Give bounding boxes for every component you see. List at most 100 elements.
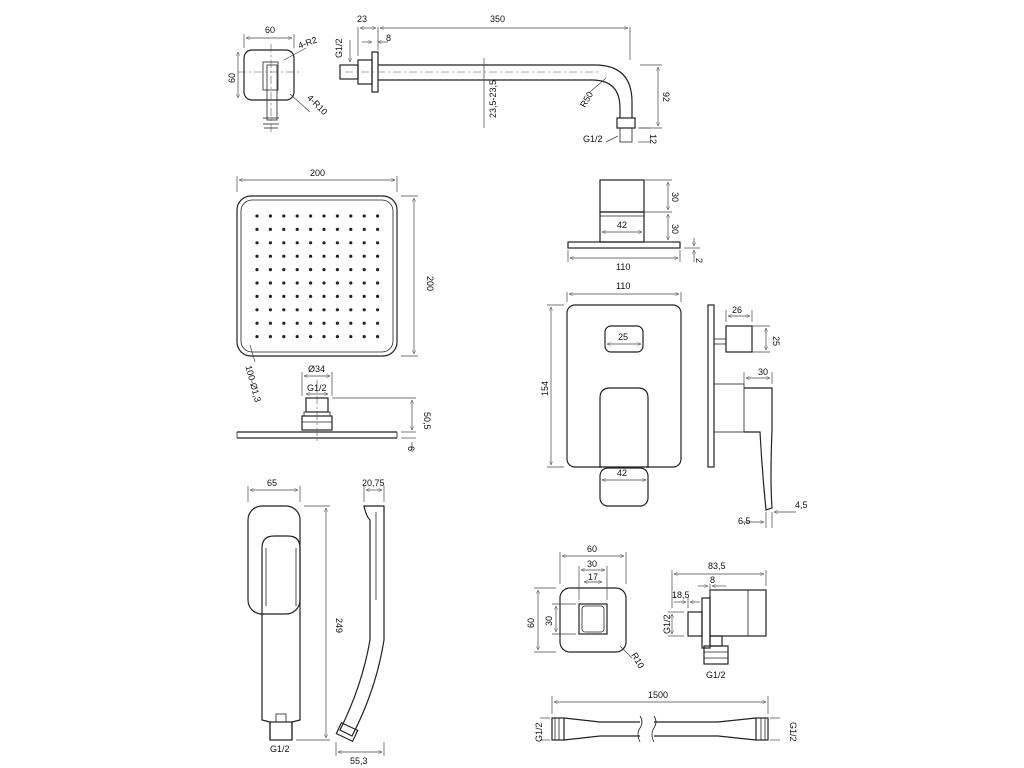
mixer-side-drawing [707, 304, 796, 528]
rain-head-width: 200 [310, 168, 325, 178]
nozzle-dot [376, 254, 380, 258]
rain-head-height: 200 [425, 276, 435, 291]
nozzle-dot [362, 254, 366, 258]
shower-arm-drawing [339, 27, 662, 143]
rain-head-connector-diameter: Ø34 [308, 364, 325, 374]
outlet-front-inner-height: 30 [544, 616, 554, 626]
nozzle-dot [295, 294, 299, 298]
nozzle-dot [309, 268, 313, 272]
nozzle-dot [362, 227, 366, 231]
rain-head-nozzle-spec: 100-Ø1,3 [243, 364, 262, 403]
shower-arm-nozzle: 12 [648, 134, 658, 144]
mixer-cap-top-height: 30 [670, 192, 680, 202]
nozzle-dot [255, 214, 259, 218]
nozzle-dot [268, 294, 272, 298]
outlet-side-offset: 18,5 [672, 590, 690, 600]
nozzle-dot [376, 214, 380, 218]
shower-arm-length: 350 [490, 14, 505, 24]
nozzle-dot [282, 335, 286, 339]
nozzle-dot [362, 335, 366, 339]
nozzle-dot [322, 308, 326, 312]
nozzle-dot [376, 321, 380, 325]
outlet-front-radius: R10 [629, 651, 646, 670]
nozzle-dot [376, 241, 380, 245]
nozzle-dot [349, 294, 353, 298]
nozzle-dot [295, 268, 299, 272]
nozzle-dot [295, 321, 299, 325]
nozzle-dot [295, 241, 299, 245]
hand-shower-drawing [247, 486, 385, 756]
nozzle-dot [309, 294, 313, 298]
shower-arm-bend-radius: R50 [578, 90, 595, 109]
hand-shower-thread: G1/2 [270, 744, 290, 754]
nozzle-dot [255, 335, 259, 339]
mixer-side-button-height: 25 [771, 336, 781, 346]
nozzle-dot [349, 227, 353, 231]
rain-head-drawing [236, 176, 418, 452]
nozzle-dot [322, 227, 326, 231]
nozzle-dot [349, 308, 353, 312]
nozzle-dot [282, 321, 286, 325]
nozzle-dot [322, 254, 326, 258]
nozzle-dot [335, 241, 339, 245]
nozzle-grid [255, 214, 380, 339]
shower-arm-thread-left: G1/2 [334, 38, 344, 58]
nozzle-dot [322, 214, 326, 218]
mixer-plate-height: 154 [540, 381, 550, 396]
nozzle-dot [362, 281, 366, 285]
nozzle-dot [255, 254, 259, 258]
shower-arm-thread-bottom: G1/2 [583, 134, 603, 144]
nozzle-dot [309, 227, 313, 231]
outlet-side-thread-bottom: G1/2 [706, 670, 726, 680]
shower-arm-height-range: 23,5-23,5 [488, 80, 498, 118]
mixer-cap-base-thickness: 2 [694, 258, 704, 263]
outlet-front-height: 60 [526, 618, 536, 628]
nozzle-dot [335, 227, 339, 231]
nozzle-dot [282, 254, 286, 258]
wall-elbow-drawing [238, 34, 311, 134]
wall-elbow-corner-radius: 4-R2 [297, 35, 319, 51]
rain-head-plate: 6 [406, 446, 416, 451]
mixer-plate-button: 25 [618, 332, 628, 342]
mixer-cap-base-width: 110 [616, 262, 630, 272]
nozzle-dot [322, 335, 326, 339]
mixer-plate-width: 110 [616, 281, 630, 291]
nozzle-dot [376, 268, 380, 272]
nozzle-dot [295, 254, 299, 258]
nozzle-dot [255, 294, 259, 298]
nozzle-dot [309, 241, 313, 245]
hose-thread-left: G1/2 [534, 722, 544, 742]
nozzle-dot [349, 321, 353, 325]
mixer-side-button-width: 26 [732, 305, 742, 315]
nozzle-dot [309, 214, 313, 218]
nozzle-dot [255, 308, 259, 312]
nozzle-dot [255, 321, 259, 325]
nozzle-dot [295, 214, 299, 218]
nozzle-dot [295, 335, 299, 339]
wall-elbow-height: 60 [227, 73, 237, 83]
nozzle-dot [282, 214, 286, 218]
nozzle-dot [255, 268, 259, 272]
nozzle-dot [295, 308, 299, 312]
shower-arm-offset: 23 [357, 14, 367, 24]
mixer-cap-drawing [567, 179, 700, 262]
hose-drawing [540, 696, 780, 743]
rain-head-thread: G1/2 [307, 383, 327, 393]
nozzle-dot [268, 268, 272, 272]
nozzle-dot [335, 308, 339, 312]
nozzle-dot [362, 268, 366, 272]
nozzle-dot [268, 241, 272, 245]
nozzle-dot [322, 241, 326, 245]
nozzle-dot [322, 321, 326, 325]
nozzle-dot [268, 321, 272, 325]
nozzle-dot [335, 268, 339, 272]
shower-arm-flange: 8 [386, 33, 391, 43]
nozzle-dot [309, 281, 313, 285]
nozzle-dot [282, 241, 286, 245]
nozzle-dot [335, 214, 339, 218]
nozzle-dot [309, 321, 313, 325]
outlet-front-width: 60 [587, 544, 597, 554]
nozzle-dot [335, 294, 339, 298]
wall-elbow-radius-10: 4-R10 [305, 93, 329, 117]
